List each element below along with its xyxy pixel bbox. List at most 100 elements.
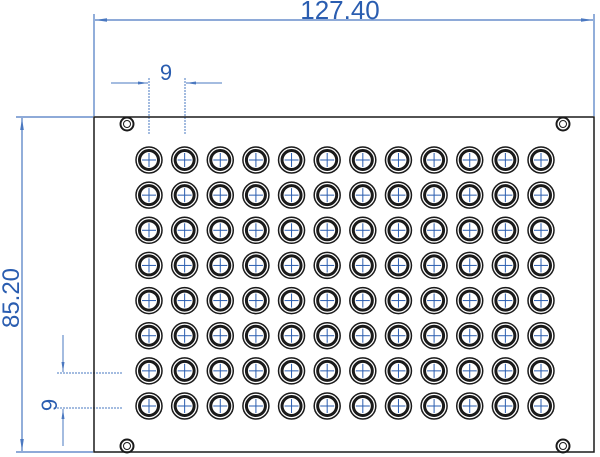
well bbox=[277, 392, 306, 420]
well bbox=[277, 357, 306, 385]
well bbox=[135, 321, 163, 350]
width-dimension bbox=[93, 14, 595, 116]
well bbox=[349, 251, 377, 280]
well bbox=[170, 181, 199, 209]
well bbox=[277, 181, 306, 209]
well bbox=[313, 181, 341, 209]
well bbox=[491, 251, 520, 280]
well bbox=[170, 392, 199, 420]
well bbox=[527, 392, 555, 420]
well bbox=[527, 251, 555, 280]
well bbox=[349, 357, 377, 385]
well bbox=[527, 357, 555, 385]
well bbox=[455, 146, 484, 174]
well bbox=[277, 286, 306, 315]
well bbox=[384, 216, 413, 245]
well bbox=[420, 251, 448, 280]
well bbox=[384, 181, 413, 209]
well bbox=[242, 392, 270, 420]
well bbox=[384, 146, 413, 174]
well bbox=[135, 392, 163, 420]
corner-hole bbox=[555, 438, 571, 454]
well bbox=[527, 216, 555, 245]
well bbox=[527, 181, 555, 209]
well bbox=[277, 251, 306, 280]
well bbox=[420, 181, 448, 209]
well bbox=[313, 216, 341, 245]
well bbox=[135, 181, 163, 209]
well bbox=[420, 286, 448, 315]
well bbox=[206, 357, 235, 385]
well bbox=[206, 321, 235, 350]
corner-hole bbox=[119, 438, 135, 454]
well bbox=[455, 321, 484, 350]
well bbox=[384, 392, 413, 420]
well bbox=[277, 146, 306, 174]
well bbox=[313, 286, 341, 315]
well bbox=[455, 181, 484, 209]
well bbox=[170, 357, 199, 385]
column-pitch-dimension bbox=[111, 78, 222, 134]
column-pitch-label: 9 bbox=[160, 60, 172, 85]
well bbox=[527, 286, 555, 315]
well bbox=[135, 216, 163, 245]
well bbox=[349, 146, 377, 174]
well bbox=[455, 251, 484, 280]
well bbox=[455, 392, 484, 420]
well bbox=[455, 286, 484, 315]
corner-hole bbox=[555, 116, 571, 132]
well bbox=[206, 251, 235, 280]
height-label: 85.20 bbox=[0, 268, 25, 328]
well bbox=[313, 357, 341, 385]
well bbox=[527, 146, 555, 174]
well bbox=[170, 146, 199, 174]
well bbox=[313, 392, 341, 420]
plate-outline bbox=[93, 116, 595, 453]
well bbox=[135, 251, 163, 280]
well bbox=[313, 321, 341, 350]
well bbox=[206, 286, 235, 315]
well bbox=[242, 357, 270, 385]
well bbox=[242, 321, 270, 350]
well bbox=[135, 146, 163, 174]
well bbox=[420, 216, 448, 245]
height-dimension bbox=[16, 116, 93, 453]
well bbox=[384, 357, 413, 385]
well bbox=[277, 321, 306, 350]
row-pitch-label: 9 bbox=[37, 399, 62, 411]
well bbox=[170, 286, 199, 315]
well bbox=[384, 286, 413, 315]
well bbox=[491, 286, 520, 315]
well bbox=[170, 216, 199, 245]
well bbox=[491, 392, 520, 420]
well bbox=[349, 392, 377, 420]
well bbox=[170, 321, 199, 350]
well bbox=[242, 181, 270, 209]
well bbox=[420, 321, 448, 350]
well bbox=[420, 357, 448, 385]
corner-holes bbox=[119, 116, 571, 454]
well bbox=[349, 286, 377, 315]
well bbox=[420, 392, 448, 420]
well-grid bbox=[135, 146, 555, 420]
well bbox=[455, 216, 484, 245]
well bbox=[135, 357, 163, 385]
well bbox=[242, 286, 270, 315]
well bbox=[527, 321, 555, 350]
well bbox=[206, 392, 235, 420]
well bbox=[491, 146, 520, 174]
well bbox=[277, 216, 306, 245]
well bbox=[206, 146, 235, 174]
well bbox=[491, 216, 520, 245]
well bbox=[491, 321, 520, 350]
well bbox=[384, 251, 413, 280]
well bbox=[349, 181, 377, 209]
well bbox=[491, 357, 520, 385]
corner-hole bbox=[119, 116, 135, 132]
row-pitch-dimension bbox=[57, 335, 123, 446]
well bbox=[242, 216, 270, 245]
well bbox=[455, 357, 484, 385]
well bbox=[135, 286, 163, 315]
well bbox=[313, 251, 341, 280]
width-label: 127.40 bbox=[300, 0, 380, 25]
